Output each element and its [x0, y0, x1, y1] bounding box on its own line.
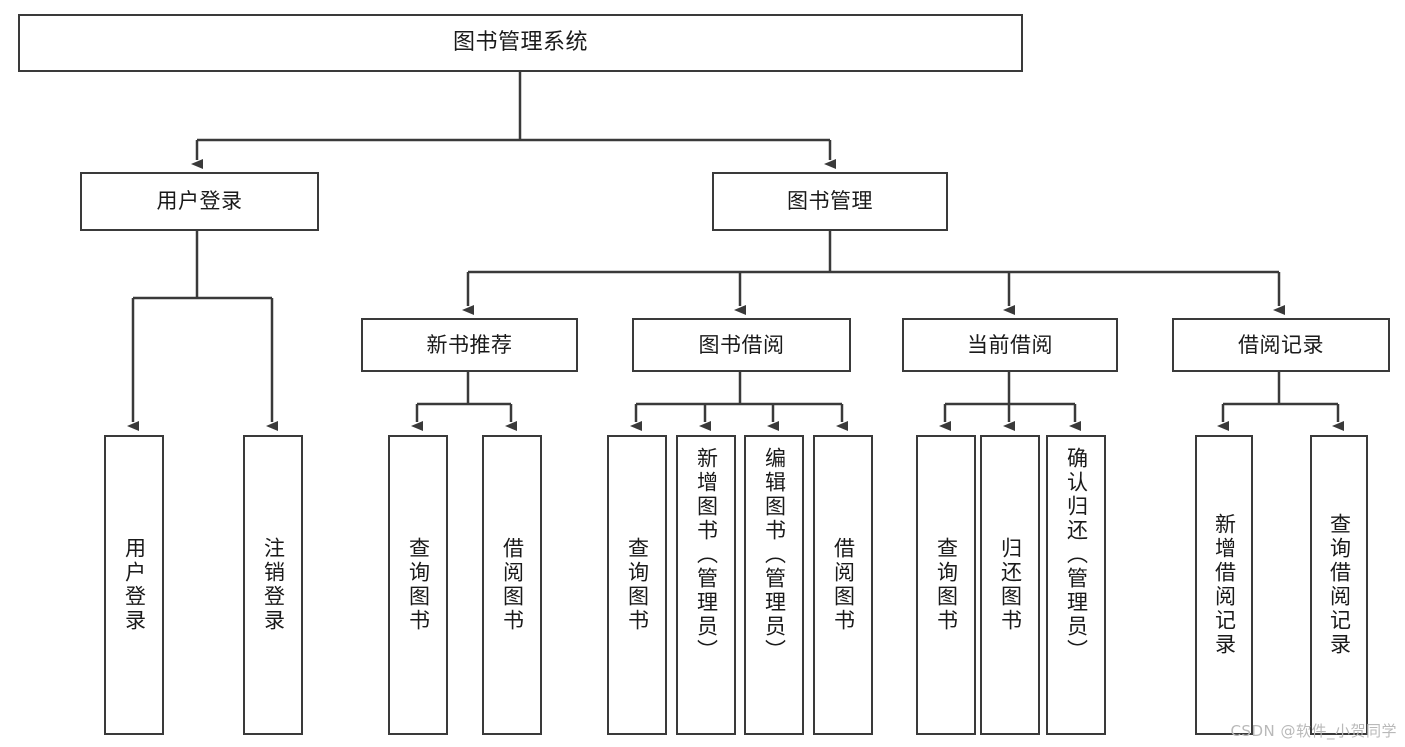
node-label: 编辑图书（管理员） [762, 447, 787, 663]
node-book-management[interactable]: 图书管理 [712, 172, 948, 231]
node-new-book-recommend[interactable]: 新书推荐 [361, 318, 578, 372]
node-book-borrow[interactable]: 图书借阅 [632, 318, 851, 372]
node-label: 用户登录 [156, 189, 243, 214]
leaf-user-login[interactable]: 用户登录 [104, 435, 164, 735]
node-label: 借阅图书 [500, 537, 525, 633]
node-label: 用户登录 [122, 537, 147, 633]
node-user-login[interactable]: 用户登录 [80, 172, 319, 231]
node-label: 新增图书（管理员） [694, 447, 719, 663]
watermark: CSDN @软件_小贺同学 [1230, 722, 1397, 740]
node-label: 当前借阅 [967, 332, 1053, 357]
node-label: 图书借阅 [698, 332, 785, 357]
node-borrow-records[interactable]: 借阅记录 [1172, 318, 1390, 372]
leaf-add-borrow-record[interactable]: 新增借阅记录 [1195, 435, 1253, 735]
node-label: 借阅记录 [1238, 332, 1324, 357]
node-label: 新增借阅记录 [1212, 513, 1237, 657]
leaf-borrow-book-recommend[interactable]: 借阅图书 [482, 435, 542, 735]
leaf-edit-book-admin[interactable]: 编辑图书（管理员） [744, 435, 804, 735]
leaf-confirm-return-admin[interactable]: 确认归还（管理员） [1046, 435, 1106, 735]
leaf-borrow-book[interactable]: 借阅图书 [813, 435, 873, 735]
node-label: 图书管理系统 [452, 30, 588, 56]
leaf-query-borrow-record[interactable]: 查询借阅记录 [1310, 435, 1368, 735]
node-label: 图书管理 [787, 189, 873, 214]
node-label: 查询图书 [625, 537, 650, 633]
node-label: 新书推荐 [426, 332, 513, 357]
leaf-logout[interactable]: 注销登录 [243, 435, 303, 735]
node-current-borrow[interactable]: 当前借阅 [902, 318, 1118, 372]
leaf-add-book-admin[interactable]: 新增图书（管理员） [676, 435, 736, 735]
node-label: 注销登录 [261, 537, 286, 633]
leaf-query-book-current[interactable]: 查询图书 [916, 435, 976, 735]
node-label: 查询借阅记录 [1327, 513, 1352, 657]
leaf-query-book-borrow[interactable]: 查询图书 [607, 435, 667, 735]
node-label: 确认归还（管理员） [1064, 447, 1089, 663]
node-label: 查询图书 [934, 537, 959, 633]
node-label: 归还图书 [998, 537, 1023, 633]
leaf-return-book[interactable]: 归还图书 [980, 435, 1040, 735]
node-label: 借阅图书 [831, 537, 856, 633]
node-label: 查询图书 [406, 537, 431, 633]
node-root-book-management-system[interactable]: 图书管理系统 [18, 14, 1023, 72]
leaf-query-book-recommend[interactable]: 查询图书 [388, 435, 448, 735]
